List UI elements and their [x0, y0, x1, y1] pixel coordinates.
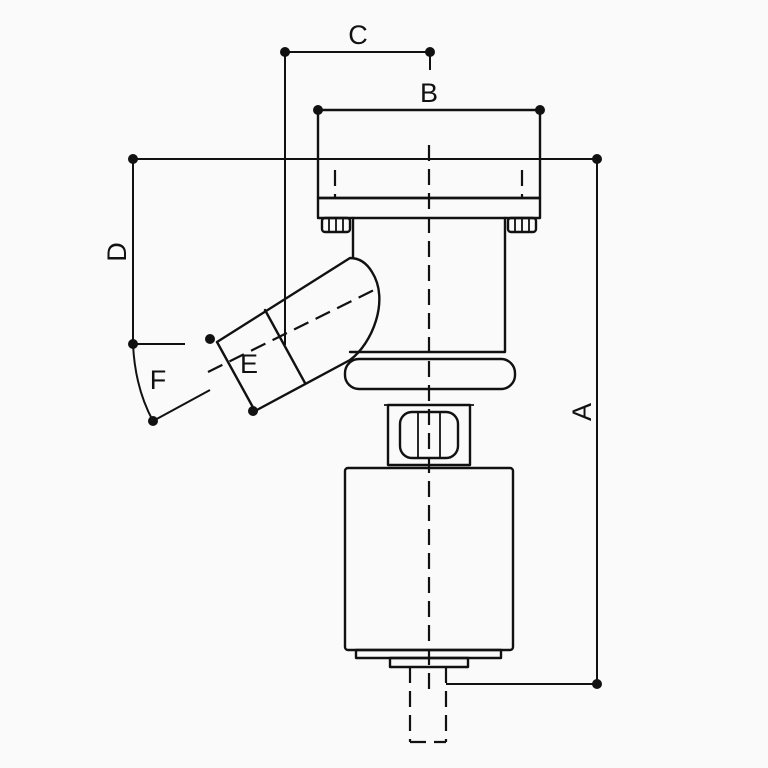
switch-body — [343, 216, 517, 467]
label-c: C — [348, 20, 368, 50]
label-b: B — [420, 78, 438, 108]
label-e: E — [240, 349, 258, 379]
label-a: A — [567, 403, 597, 421]
label-f: F — [150, 365, 167, 395]
body-outline — [348, 216, 507, 354]
gland-joint — [263, 308, 307, 385]
gland-outline — [215, 256, 381, 413]
angled-gland — [207, 256, 381, 413]
dimension-lines — [128, 47, 602, 689]
gland-axis — [207, 287, 379, 373]
dim-f-arc — [132, 343, 154, 422]
label-d: D — [102, 242, 132, 262]
